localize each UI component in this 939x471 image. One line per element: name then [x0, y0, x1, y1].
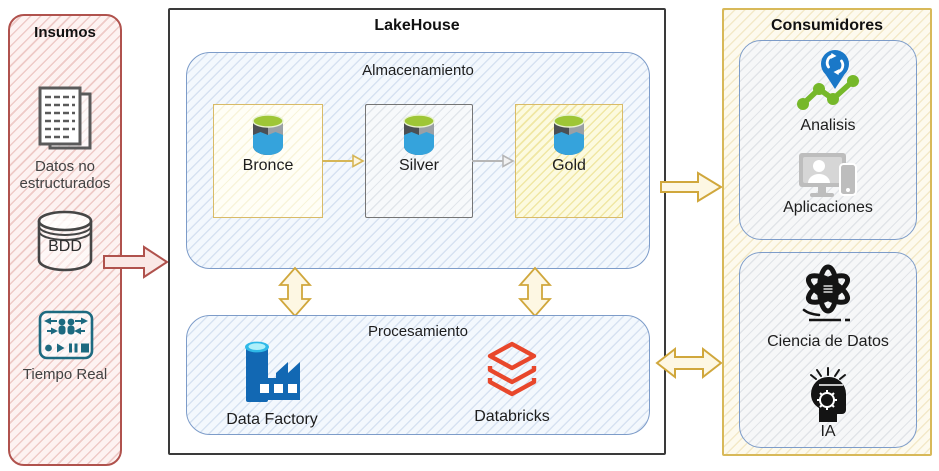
- databricks-label: Databricks: [474, 408, 550, 425]
- consumidores-panel: Consumidores: [722, 8, 932, 456]
- bdd-label: BDD: [48, 238, 82, 255]
- silver-label: Silver: [398, 157, 439, 174]
- arrow-bronce-to-silver: [322, 154, 365, 168]
- realtime-stream-icon: [38, 310, 94, 360]
- arrow-storage-processing-right: [518, 266, 552, 318]
- consumidores-title: Consumidores: [770, 17, 883, 34]
- datalake-storage-icon: [551, 112, 587, 156]
- ai-head-icon: [803, 367, 853, 429]
- almacenamiento-box: Almacenamiento Bronce: [186, 52, 650, 269]
- consumer-group-2: Ciencia de Datos: [739, 252, 917, 448]
- devices-icon: [798, 152, 858, 202]
- databricks-node: Databricks: [457, 340, 567, 426]
- tiempo-real-label: Tiempo Real: [22, 366, 108, 383]
- bronce-label: Bronce: [242, 157, 294, 174]
- lakehouse-title: LakeHouse: [374, 17, 460, 34]
- analytics-pin-icon: [795, 48, 861, 114]
- almacenamiento-title: Almacenamiento: [362, 62, 474, 79]
- data-factory-icon: [240, 338, 304, 406]
- arrow-insumos-to-lakehouse: [102, 244, 170, 280]
- ciencia-de-datos-label: Ciencia de Datos: [767, 333, 889, 350]
- procesamiento-box: Procesamiento Data Factory: [186, 315, 650, 435]
- analisis-label: Analisis: [800, 117, 856, 134]
- data-factory-node: Data Factory: [217, 338, 327, 429]
- insumos-title: Insumos: [34, 24, 96, 41]
- procesamiento-title: Procesamiento: [367, 323, 469, 340]
- silver-node: Silver: [365, 104, 473, 218]
- documents-icon: [36, 86, 94, 152]
- arrow-storage-processing-left: [278, 266, 312, 318]
- lakehouse-panel: LakeHouse Almacenamiento Bronce: [168, 8, 666, 455]
- consumer-group-1: Analisis Aplicaciones: [739, 40, 917, 240]
- insumos-panel: Insumos Datos no estructurados: [8, 14, 122, 466]
- database-cylinder-icon: BDD: [34, 208, 96, 274]
- datalake-storage-icon: [250, 112, 286, 156]
- arrow-lakehouse-consumidores-double: [654, 346, 724, 380]
- datalake-storage-icon: [401, 112, 437, 156]
- gold-node: Gold: [515, 104, 623, 218]
- data-factory-label: Data Factory: [226, 411, 318, 428]
- bronce-node: Bronce: [213, 104, 323, 218]
- datos-no-estructurados-label: Datos no estructurados: [19, 158, 111, 193]
- arrow-silver-to-gold: [472, 154, 515, 168]
- gold-label: Gold: [552, 157, 586, 174]
- aplicaciones-label: Aplicaciones: [783, 199, 873, 216]
- ia-label: IA: [820, 423, 836, 440]
- databricks-icon: [484, 340, 540, 404]
- atom-icon: [797, 263, 859, 325]
- arrow-lakehouse-to-consumidores: [660, 170, 724, 204]
